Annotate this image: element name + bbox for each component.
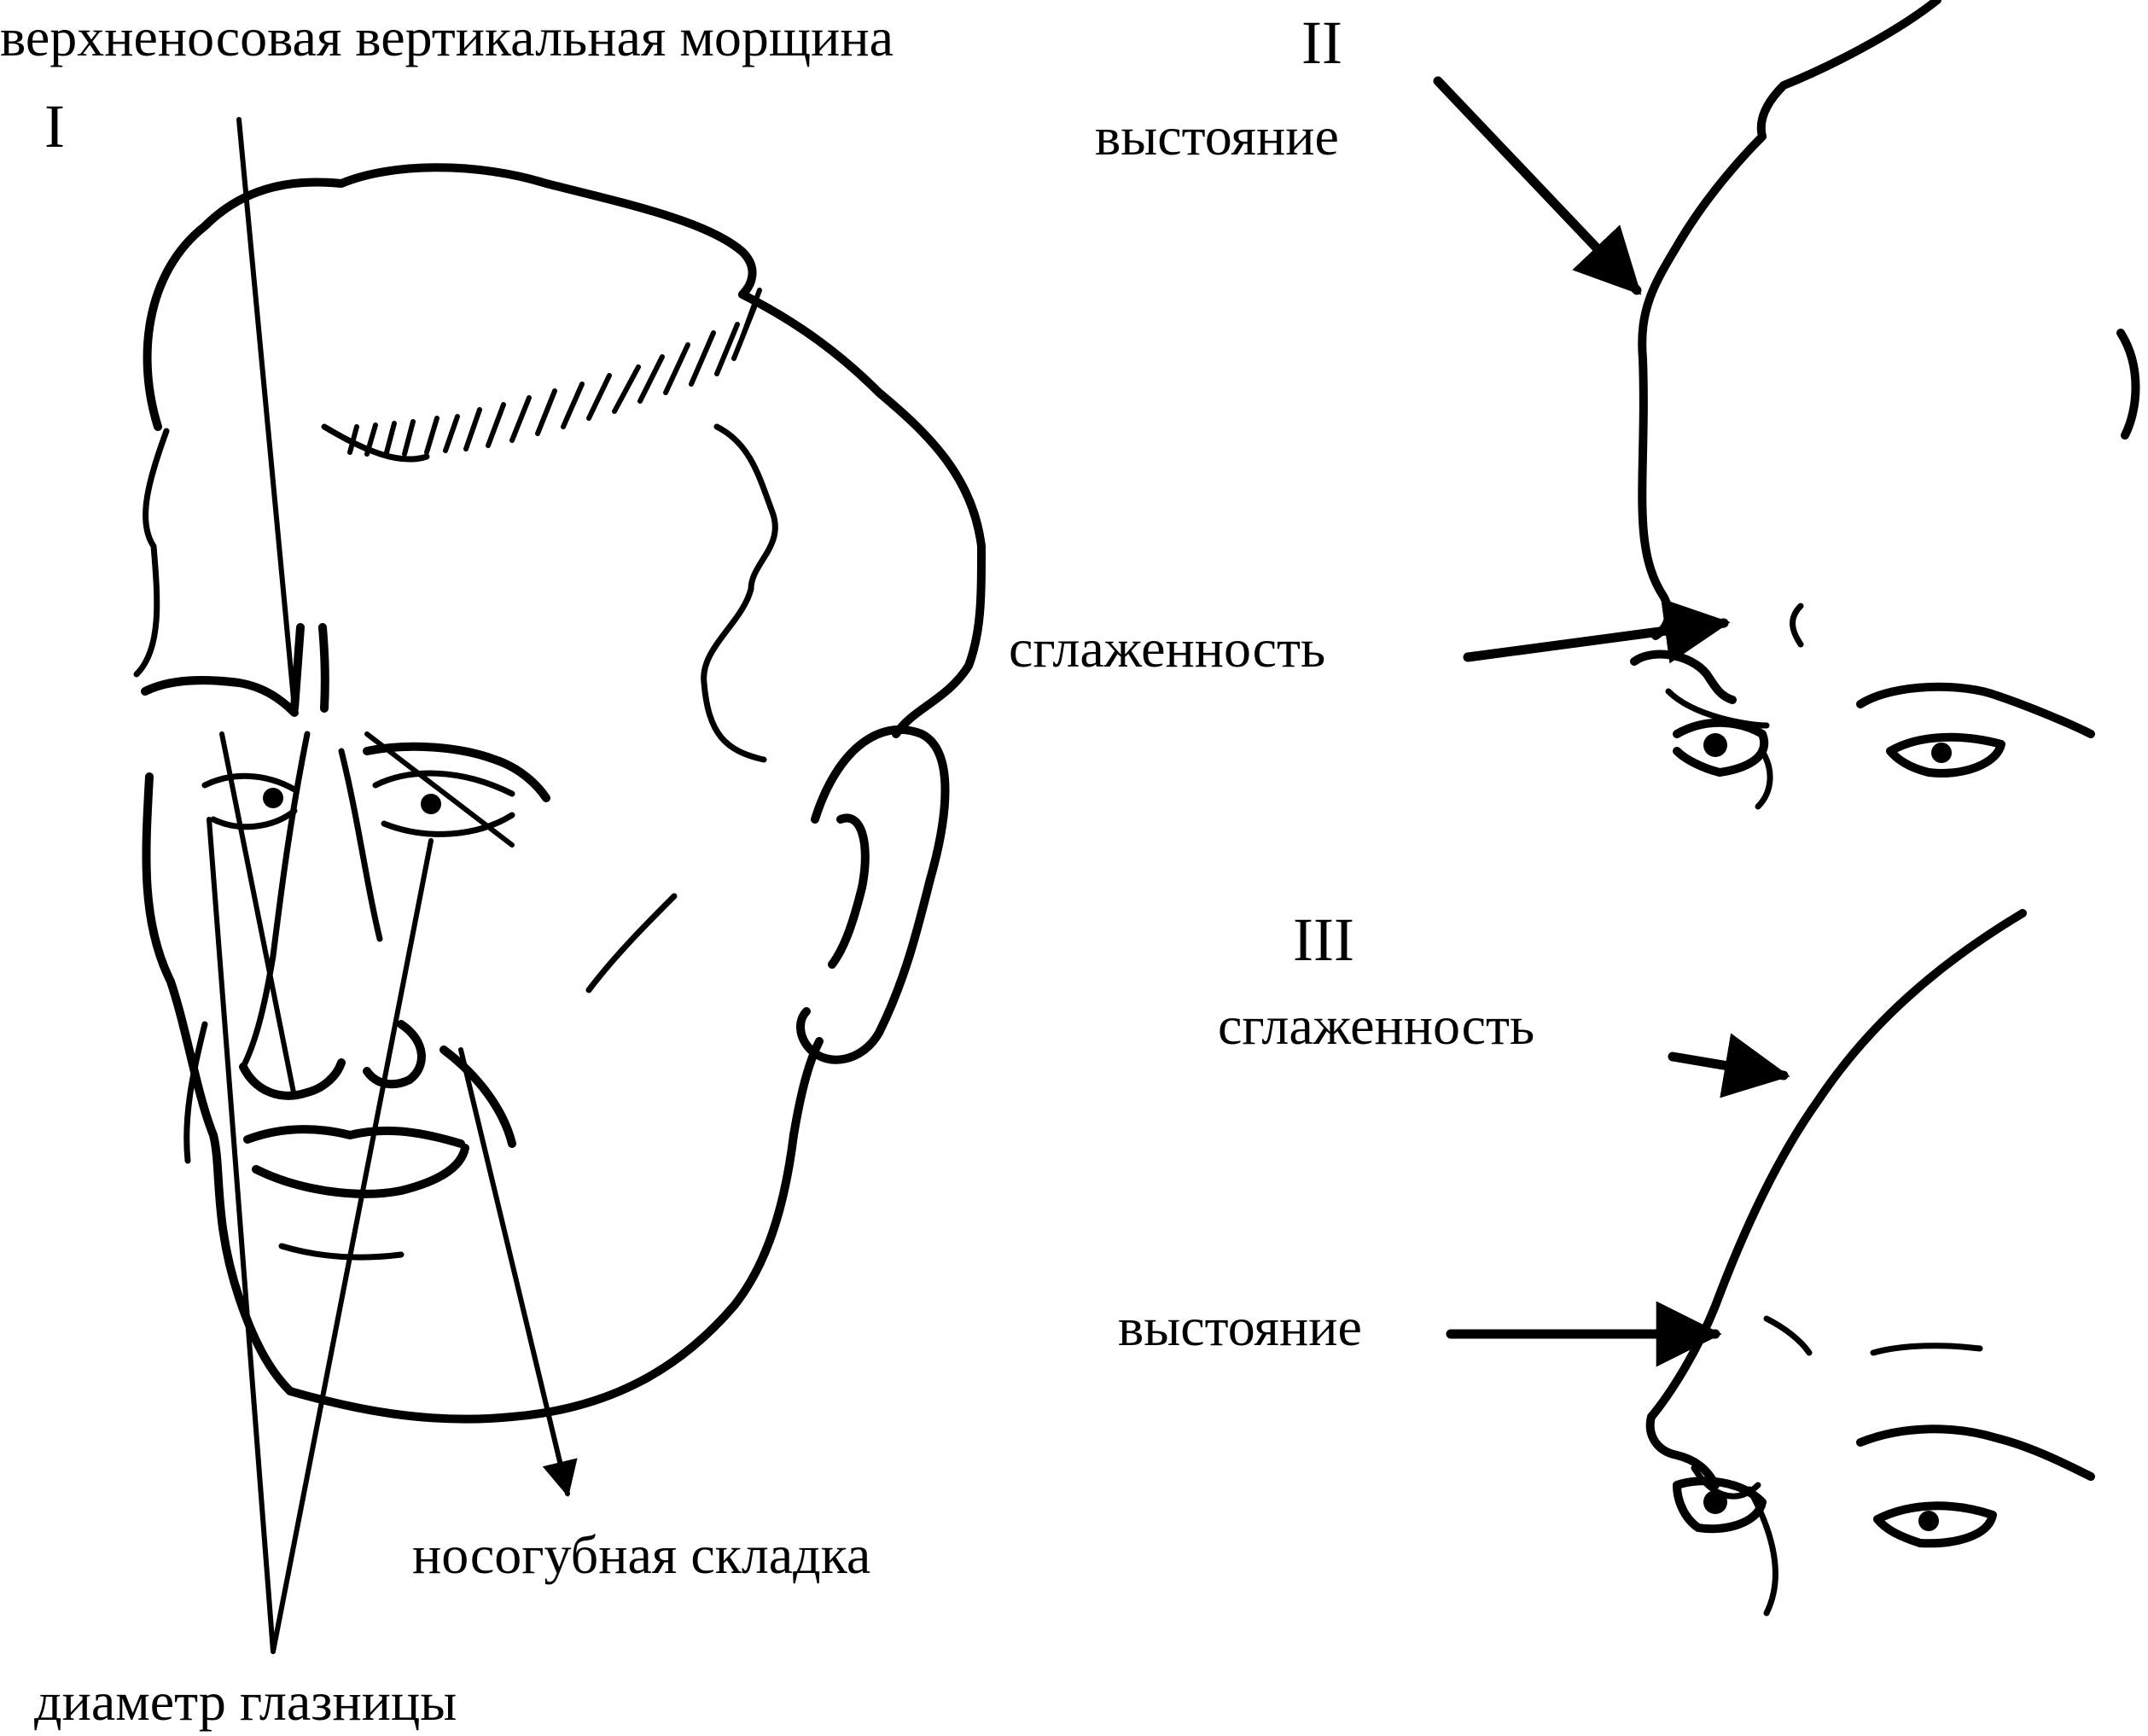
right-eye-lower <box>381 812 515 837</box>
left-eyebrow <box>141 676 299 717</box>
right-eyebrow <box>363 742 550 802</box>
right-nostril <box>363 1020 426 1089</box>
right-eye-upper <box>372 770 515 797</box>
label-orbit-diameter: диаметр глазницы <box>34 1671 457 1732</box>
cheek-left-contour <box>142 772 294 1395</box>
panel3-eye-left <box>1673 1477 1767 1534</box>
jaw-contour <box>286 1131 798 1424</box>
panel2-brow-right <box>1856 682 2095 738</box>
left-nasolabial-fold <box>183 1021 208 1164</box>
panel3-brow-right <box>1856 1424 2095 1481</box>
ear-inner <box>828 813 870 969</box>
ear-outline <box>796 725 950 1064</box>
hair-left-edge <box>133 428 170 678</box>
panel3-left-pupil <box>1703 1490 1727 1514</box>
hair-line <box>321 423 430 463</box>
orbit-diameter-line-right <box>271 838 434 1654</box>
lower-lip <box>252 1144 469 1198</box>
head-right-outline <box>738 290 986 738</box>
panel2-left-pupil <box>1703 733 1727 757</box>
panel-1-face-drawing <box>133 117 986 1654</box>
right-nasolabial-fold <box>439 1046 516 1148</box>
cheek-right-contour <box>789 1037 824 1139</box>
left-eye-lower <box>210 807 298 830</box>
glabella-wrinkle-right <box>318 623 329 713</box>
label-upper-nasal-wrinkle: верхненосовая вертикальная морщина <box>0 7 894 67</box>
panel3-eye-right <box>1873 1501 1997 1548</box>
panel2-nose <box>1630 650 1737 704</box>
orbit-axis-left <box>219 731 297 1099</box>
panel2-glabella <box>1790 603 1804 648</box>
label-panel2-protrusion: выстояние <box>1095 106 1339 166</box>
panel3-brow-right-top <box>1870 1343 1983 1356</box>
panel3-brow-left <box>1763 1315 1813 1356</box>
head-outline <box>143 163 757 431</box>
label-panel2-smoothness: сглаженность <box>1009 618 1326 679</box>
panel2-ear-curve <box>2116 329 2140 440</box>
panel2-right-pupil <box>1931 743 1952 763</box>
temple-curve <box>701 423 778 763</box>
orbit-diameter-line-left <box>207 817 276 1654</box>
panel-2-numeral: II <box>1301 9 1342 77</box>
nose-tip <box>239 1058 346 1100</box>
left-eye-upper <box>201 772 298 793</box>
orbit-axis-right <box>364 731 515 848</box>
panel2-arrow-protrusion <box>1433 76 1642 295</box>
panel-3-profile-drawing <box>1446 909 2095 1617</box>
panel3-forehead-profile <box>1647 909 2027 1421</box>
label-panel3-smoothness: сглаженность <box>1218 995 1535 1056</box>
pointer-upper-nasal-wrinkle <box>236 117 297 711</box>
nose-bridge-left <box>240 731 311 1070</box>
panel-2-profile-drawing <box>1433 0 2140 810</box>
panel2-nose-side <box>1665 688 1770 729</box>
pointer-nasolabial-fold <box>458 1047 578 1498</box>
chin-line <box>278 1243 405 1261</box>
panel2-eye-right <box>1886 732 2005 778</box>
panel3-right-pupil <box>1918 1511 1939 1531</box>
panel2-forehead-profile <box>1638 0 1941 640</box>
panel2-cheek <box>1755 748 1773 810</box>
hairline-hatching <box>347 288 762 458</box>
panel3-nose <box>1645 1413 1720 1489</box>
panel-1-numeral: I <box>44 92 65 160</box>
right-pupil <box>421 794 441 814</box>
upper-lip <box>243 1125 465 1148</box>
panel3-arrow-smoothness <box>1668 1033 1790 1098</box>
panel-3-numeral: III <box>1293 906 1354 974</box>
label-nasolabial-fold: носогубная складка <box>412 1524 871 1585</box>
label-panel3-protrusion: выстояние <box>1118 1296 1362 1357</box>
nose-bridge-right <box>338 748 383 942</box>
cheek-dash <box>585 893 678 993</box>
panel2-arrow-smoothness <box>1463 597 1731 664</box>
left-pupil <box>263 788 283 808</box>
